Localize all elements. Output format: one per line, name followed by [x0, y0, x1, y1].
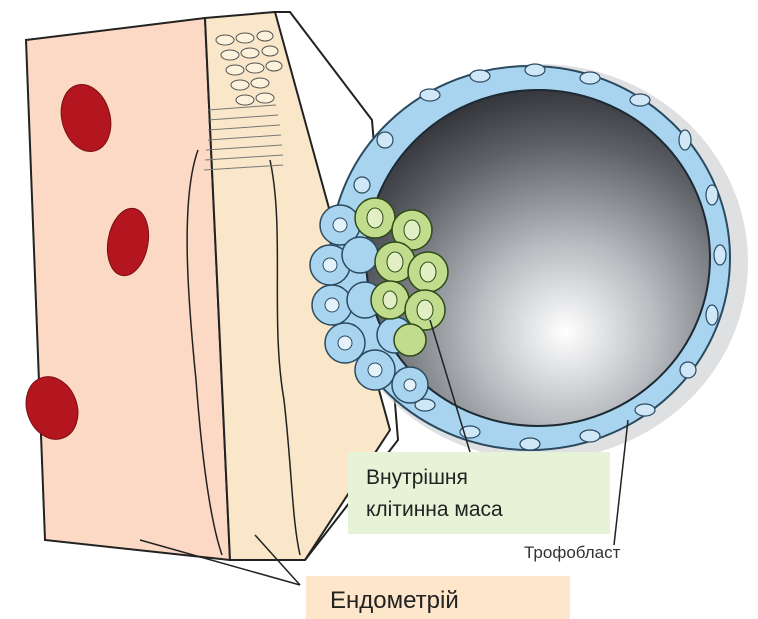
inner-cell-mass-label-line1: Внутрішня — [366, 462, 606, 494]
trophoblast-label: Трофобласт — [524, 543, 620, 563]
inner-cell-mass-label-line2: клітинна маса — [366, 494, 606, 526]
inner-cell-mass-label: Внутрішня клітинна маса — [366, 462, 606, 526]
endometrium-label: Ендометрій — [330, 587, 459, 615]
